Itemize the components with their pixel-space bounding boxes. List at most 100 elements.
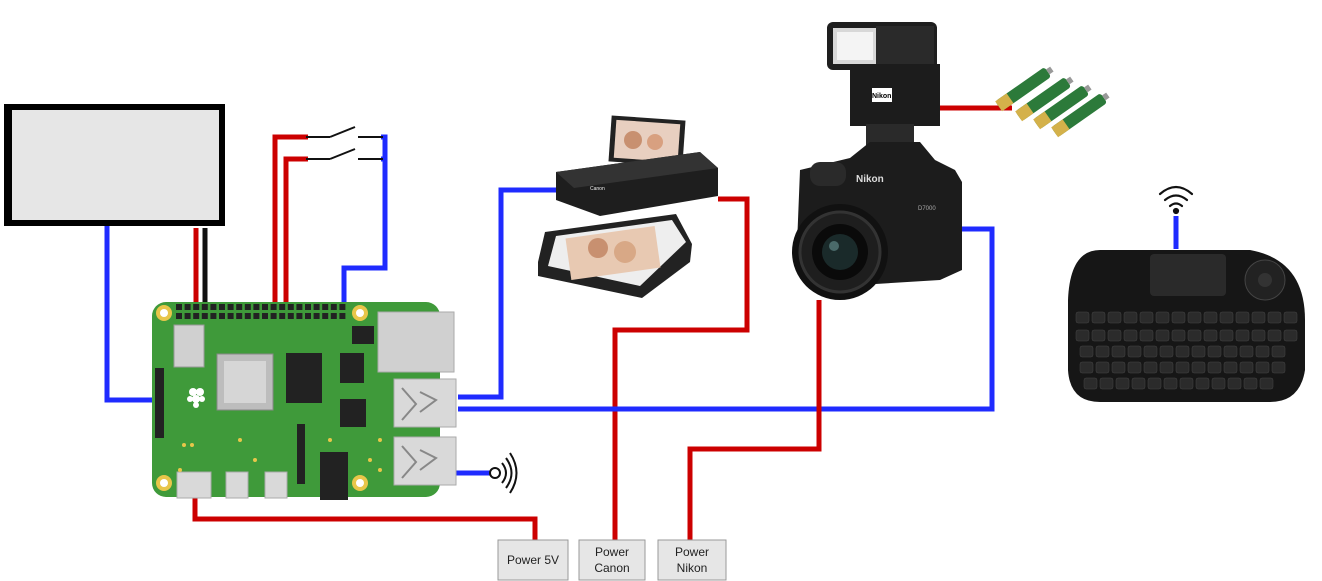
keyboard-key — [1147, 377, 1162, 390]
printer-brand: Canon — [590, 186, 605, 192]
keyboard-key — [1123, 329, 1138, 342]
keyboard-key — [1107, 329, 1122, 342]
keyboard-key — [1239, 345, 1254, 358]
gpio-pin — [279, 304, 286, 310]
gpio-pin — [262, 304, 268, 310]
display-icon — [4, 104, 225, 226]
gpio-pin — [339, 313, 346, 319]
wire-pi-power — [192, 498, 538, 540]
gpio-pin — [210, 313, 217, 319]
gpio-pin — [176, 304, 182, 310]
keyboard-key — [1179, 377, 1194, 390]
micro-hdmi-1 — [225, 471, 249, 499]
wire-display-data — [104, 224, 160, 403]
keyboard-key — [1091, 329, 1106, 342]
psu-nikon-label-2: Nikon — [677, 561, 708, 575]
wire-printer-power — [612, 196, 750, 540]
camera-model: D7000 — [918, 206, 936, 212]
gpio-pin — [176, 313, 182, 319]
keyboard-key — [1075, 329, 1090, 342]
gpio-pin — [287, 313, 294, 319]
gpio-pin — [227, 313, 234, 319]
psu-nikon: Power Nikon — [657, 539, 727, 581]
mount-hole — [356, 479, 364, 487]
keyboard-key — [1079, 361, 1094, 374]
keyboard-key — [1107, 311, 1122, 324]
raspberry-pi-board — [152, 302, 457, 500]
keyboard-key — [1255, 345, 1270, 358]
keyboard-key — [1091, 311, 1106, 324]
gpio-pin — [184, 313, 191, 319]
keyboard-key — [1083, 377, 1098, 390]
ethernet-pads — [352, 326, 374, 344]
wire-switch-red-2 — [283, 156, 308, 308]
keyboard-key — [1227, 377, 1242, 390]
gpio-pin — [210, 304, 217, 310]
mount-hole — [356, 309, 364, 317]
gpio-pin — [244, 304, 251, 310]
camera-brand: Nikon — [856, 174, 884, 185]
keyboard-key — [1155, 311, 1170, 324]
keyboard-key — [1175, 361, 1190, 374]
keyboard-key — [1111, 345, 1126, 358]
keyboard-key — [1131, 377, 1146, 390]
keyboard-icon — [1068, 250, 1305, 402]
flash-brand: Nikon — [872, 93, 891, 100]
keyboard-key — [1143, 345, 1158, 358]
keyboard-key — [1255, 361, 1270, 374]
gpio-pin — [262, 313, 268, 319]
ethernet-port — [377, 311, 455, 373]
display-connector — [155, 368, 164, 438]
keyboard-key — [1099, 377, 1114, 390]
gpio-pin — [305, 304, 311, 310]
gpio-pin — [236, 313, 243, 319]
gpio-pin — [270, 313, 277, 319]
gpio-pin — [184, 304, 191, 310]
keyboard-keys — [1075, 311, 1298, 390]
keyboard-key — [1271, 361, 1286, 374]
keyboard-key — [1139, 311, 1154, 324]
psu-canon: Power Canon — [578, 539, 646, 581]
keyboard-key — [1191, 361, 1206, 374]
gpio-pin — [244, 313, 251, 319]
gpio-pin — [313, 313, 320, 319]
chip — [340, 399, 366, 427]
psu-pi: Power 5V — [497, 539, 569, 581]
keyboard-key — [1283, 329, 1298, 342]
keyboard-key — [1127, 345, 1142, 358]
keyboard-key — [1211, 377, 1226, 390]
keyboard-key — [1123, 311, 1138, 324]
gpio-pin — [236, 304, 243, 310]
gpio-pin — [201, 304, 208, 310]
wireless-signal-icon — [489, 452, 518, 494]
keyboard-key — [1239, 361, 1254, 374]
keyboard-key — [1251, 329, 1266, 342]
keyboard-key — [1251, 311, 1266, 324]
keyboard-key — [1243, 377, 1258, 390]
psu-canon-label-1: Power — [595, 545, 629, 559]
camera-icon: Nikon D7000 — [792, 142, 962, 300]
keyboard-key — [1223, 345, 1238, 358]
keyboard-key — [1223, 361, 1238, 374]
keyboard-key — [1143, 361, 1158, 374]
gpio-pin — [330, 304, 337, 310]
gpio-pin — [279, 313, 286, 319]
keyboard-key — [1127, 361, 1142, 374]
usb-c-port — [176, 471, 212, 499]
mount-hole — [160, 479, 168, 487]
keyboard-touchpad — [1150, 254, 1226, 296]
psu-nikon-label-1: Power — [675, 545, 709, 559]
gpio-pin — [296, 313, 303, 319]
usb-port-2 — [393, 436, 457, 486]
usb-port-1 — [393, 378, 457, 428]
keyboard-key — [1139, 329, 1154, 342]
gpio-pin — [305, 313, 311, 319]
gpio-pin — [253, 304, 260, 310]
camera-connector — [297, 424, 305, 484]
wifi-icon — [1158, 185, 1194, 215]
keyboard-key — [1195, 377, 1210, 390]
gpio-pin — [219, 304, 225, 310]
micro-hdmi-2 — [264, 471, 288, 499]
psu-canon-label-2: Canon — [594, 561, 629, 575]
printer-icon: Canon — [538, 115, 718, 298]
